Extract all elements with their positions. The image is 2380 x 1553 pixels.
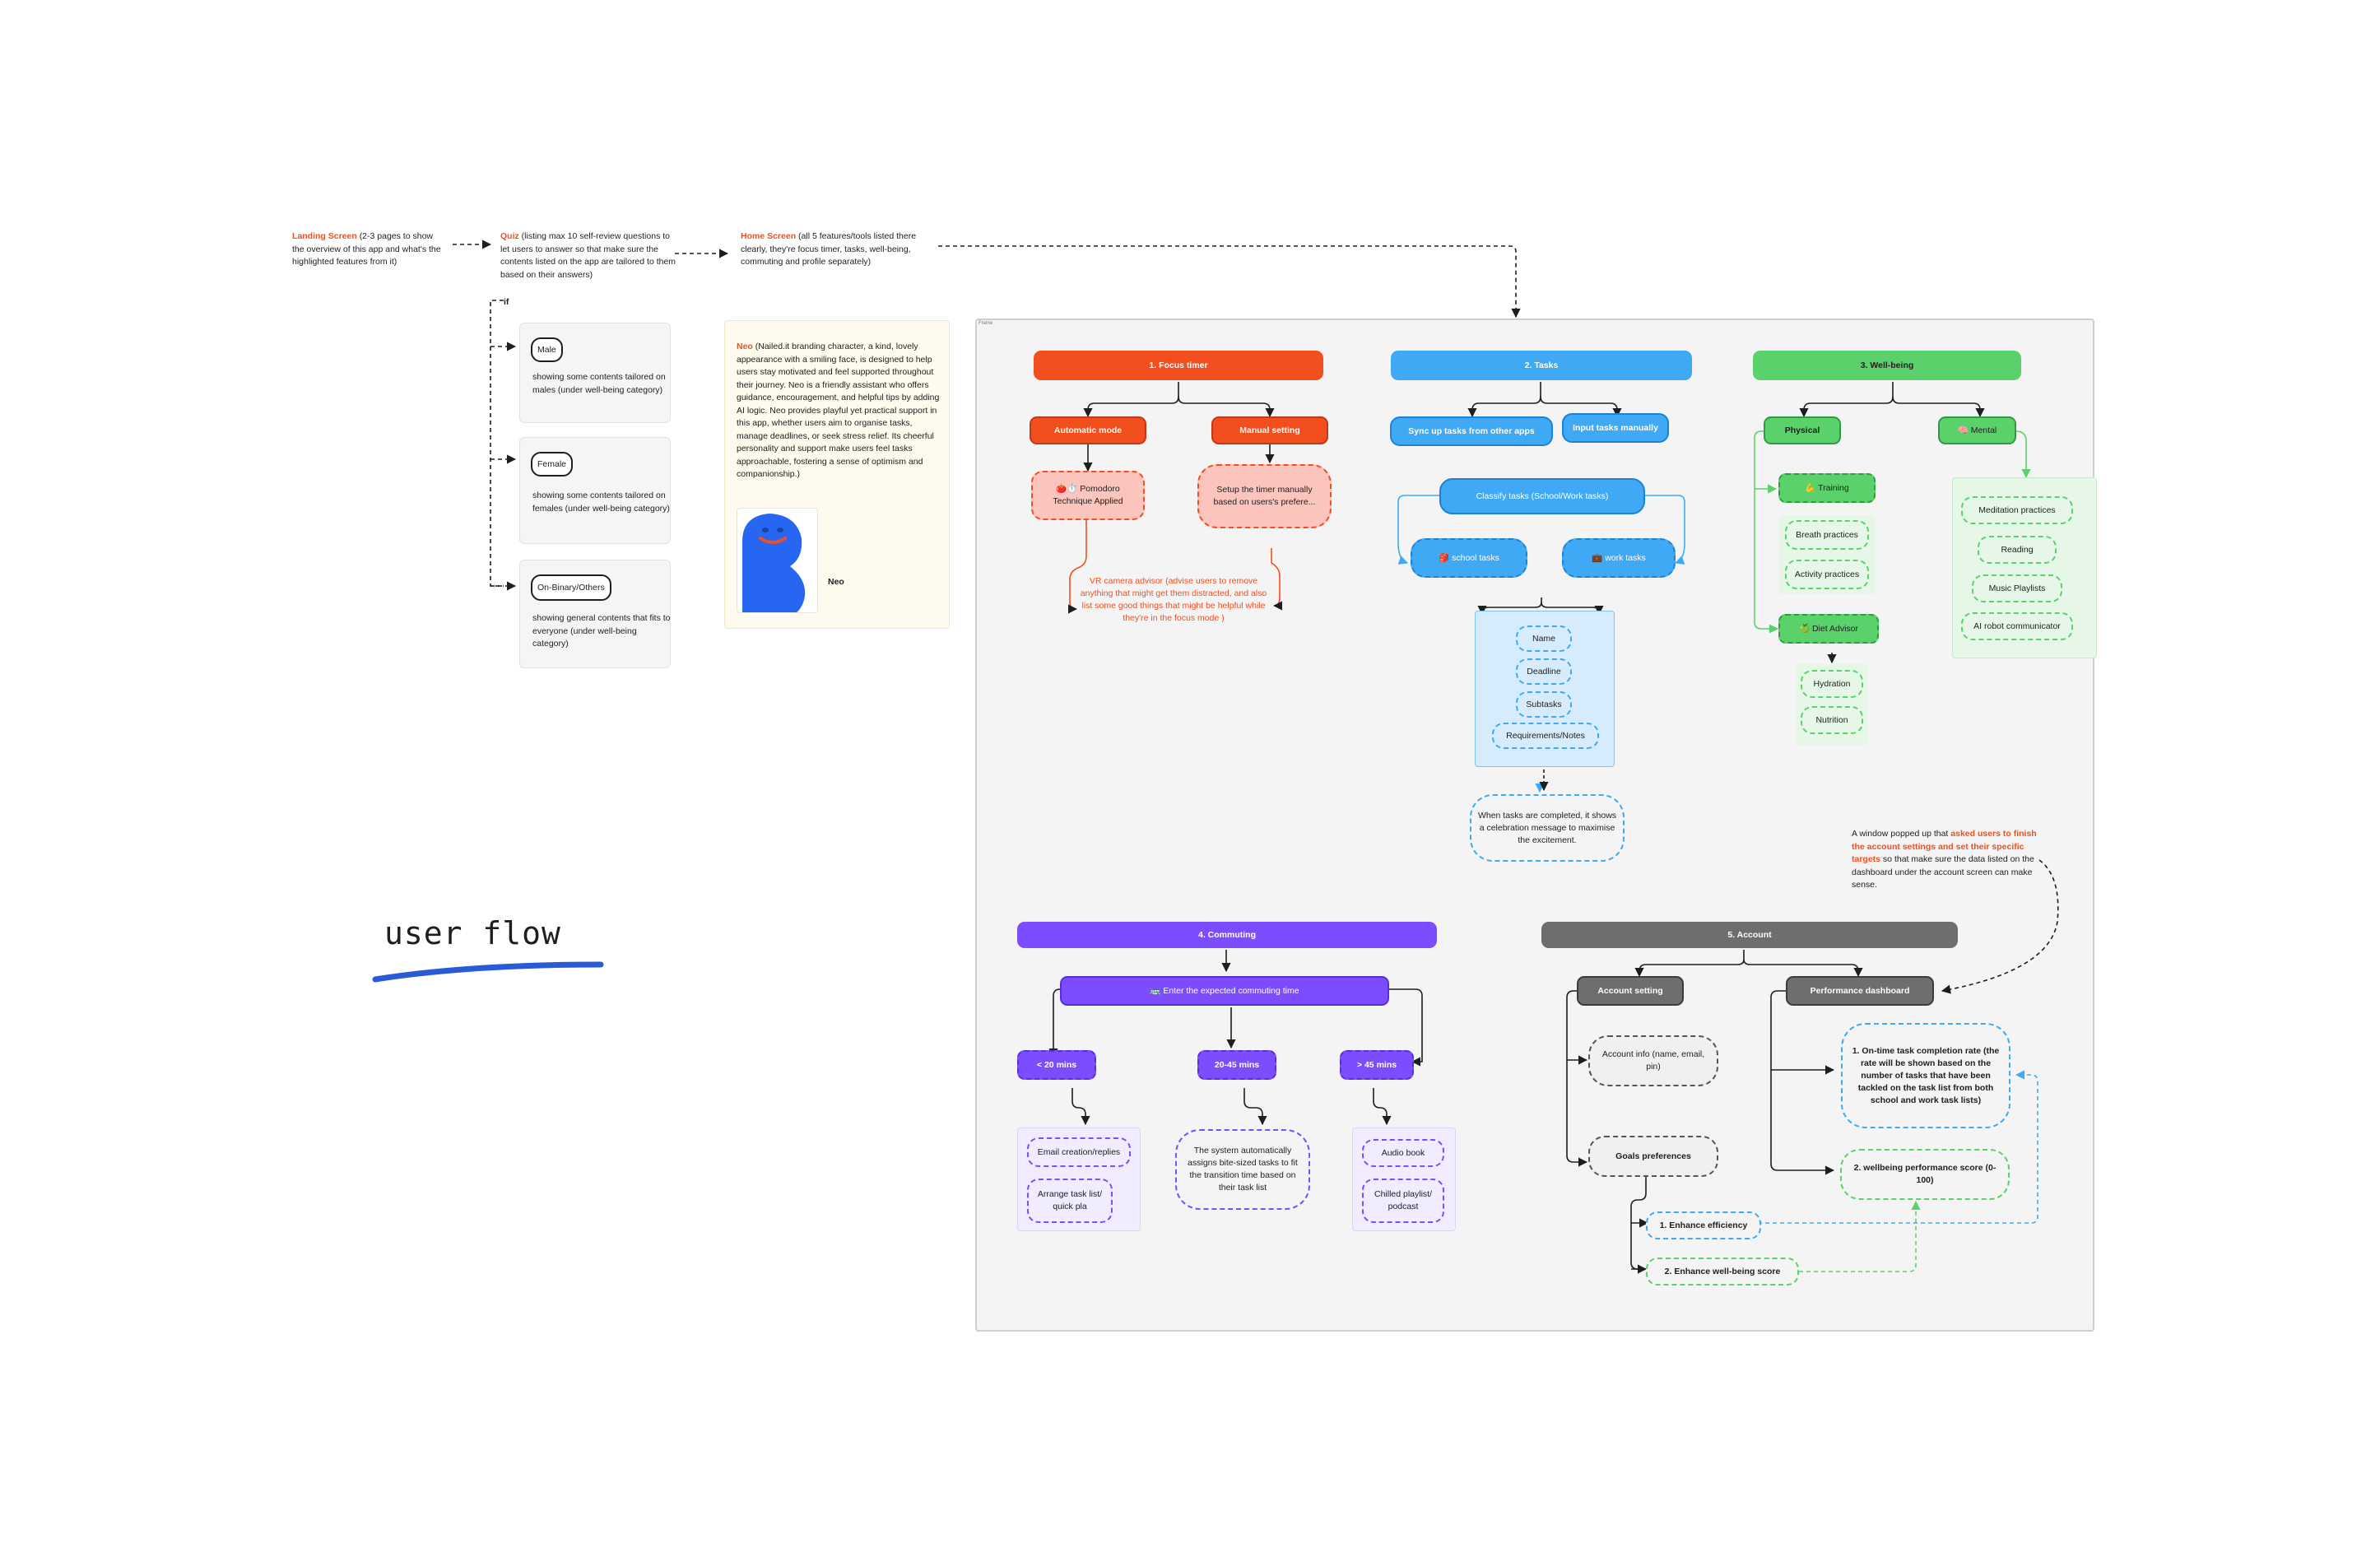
breath-practices-node[interactable]: Breath practices — [1785, 520, 1869, 550]
meditation-node[interactable]: Meditation practices — [1961, 496, 2073, 524]
on-time-rate-node: 1. On-time task completion rate (the rat… — [1841, 1023, 2010, 1128]
nutrition-node[interactable]: Nutrition — [1801, 706, 1863, 734]
arrange-task-node[interactable]: Arrange task list/ quick pla — [1027, 1179, 1113, 1223]
user-flow-label: user flow — [384, 915, 561, 951]
manual-setup-node[interactable]: Setup the timer manually based on users'… — [1197, 464, 1332, 528]
popup-highlight: asked users to finish the account settin… — [1852, 829, 2037, 864]
sync-tasks-node[interactable]: Sync up tasks from other apps — [1390, 416, 1553, 446]
female-option[interactable]: Female — [531, 452, 574, 477]
male-description: showing some contents tailored on males … — [532, 372, 666, 395]
enter-commuting-time-node[interactable]: 🚌 Enter the expected commuting time — [1060, 976, 1389, 1006]
other-option[interactable]: On-Binary/Others — [531, 574, 611, 601]
performance-dashboard-node[interactable]: Performance dashboard — [1786, 976, 1934, 1006]
account-header[interactable]: 5. Account — [1541, 922, 1958, 948]
other-description: showing general contents that fits to ev… — [532, 613, 671, 649]
wellbeing-score-node: 2. wellbeing performance score (0-100) — [1840, 1149, 2010, 1200]
account-popup-note: A window popped up that asked users to f… — [1852, 828, 2041, 892]
female-description: showing some contents tailored on female… — [532, 491, 670, 514]
wellbeing-header[interactable]: 3. Well-being — [1753, 351, 2021, 380]
diet-advisor-node[interactable]: 🍏 Diet Advisor — [1778, 614, 1879, 644]
vr-advisor-text: VR camera advisor (advise users to remov… — [1080, 576, 1267, 623]
range-mid-node[interactable]: 20-45 mins — [1197, 1050, 1276, 1080]
home-text: (all 5 features/tools listed there clear… — [741, 231, 917, 267]
enhance-efficiency-node[interactable]: 1. Enhance efficiency — [1646, 1211, 1761, 1239]
gender-card-female: Female showing some contents tailored on… — [519, 437, 671, 544]
home-screen-note: Home Screen (all 5 features/tools listed… — [741, 230, 934, 269]
activity-practices-node[interactable]: Activity practices — [1785, 560, 1869, 589]
popup-post: so that make sure the data listed on the… — [1852, 854, 2034, 890]
physical-node[interactable]: Physical — [1764, 416, 1841, 444]
account-setting-node[interactable]: Account setting — [1577, 976, 1684, 1006]
music-playlists-node[interactable]: Music Playlists — [1972, 574, 2062, 602]
field-requirements[interactable]: Requirements/Notes — [1492, 723, 1599, 749]
male-option[interactable]: Male — [531, 337, 563, 362]
field-name[interactable]: Name — [1516, 625, 1572, 652]
quiz-title: Quiz — [500, 231, 519, 241]
neo-illustration — [737, 508, 818, 613]
enhance-wellbeing-node[interactable]: 2. Enhance well-being score — [1646, 1258, 1799, 1286]
school-tasks-node[interactable]: 🎒 school tasks — [1411, 538, 1527, 578]
quiz-note: Quiz (listing max 10 self-review questio… — [500, 230, 677, 281]
field-deadline[interactable]: Deadline — [1516, 658, 1572, 685]
focus-timer-header[interactable]: 1. Focus timer — [1034, 351, 1323, 380]
bite-sized-tasks-node: The system automatically assigns bite-si… — [1175, 1129, 1310, 1210]
goals-preferences-node[interactable]: Goals preferences — [1588, 1136, 1718, 1177]
neo-description: Neo (Nailed.it branding character, a kin… — [737, 341, 942, 481]
pomodoro-node[interactable]: 🍅⏱️ Pomodoro Technique Applied — [1031, 471, 1145, 520]
account-info-node[interactable]: Account info (name, email, pin) — [1588, 1035, 1718, 1086]
hydration-node[interactable]: Hydration — [1801, 670, 1863, 698]
landing-screen-note: Landing Screen (2-3 pages to show the ov… — [292, 230, 444, 269]
work-tasks-node[interactable]: 💼 work tasks — [1562, 538, 1676, 578]
user-flow-underline — [372, 961, 604, 983]
commuting-header[interactable]: 4. Commuting — [1017, 922, 1437, 948]
email-replies-node[interactable]: Email creation/replies — [1027, 1137, 1131, 1167]
landing-text: (2-3 pages to show the overview of this … — [292, 231, 441, 267]
audio-book-node[interactable]: Audio book — [1362, 1139, 1444, 1167]
neo-text: (Nailed.it branding character, a kind, l… — [737, 342, 940, 479]
manual-setting-node[interactable]: Manual setting — [1211, 416, 1328, 444]
neo-caption: Neo — [828, 577, 844, 587]
if-label: if — [504, 297, 509, 307]
neo-card: Neo (Nailed.it branding character, a kin… — [724, 320, 950, 629]
field-subtasks[interactable]: Subtasks — [1516, 691, 1572, 718]
classify-tasks-node[interactable]: Classify tasks (School/Work tasks) — [1439, 478, 1645, 514]
landing-title: Landing Screen — [292, 231, 357, 241]
neo-title: Neo — [737, 342, 753, 351]
input-tasks-node[interactable]: Input tasks manually — [1562, 413, 1669, 443]
range-short-node[interactable]: < 20 mins — [1017, 1050, 1096, 1080]
quiz-text: (listing max 10 self-review questions to… — [500, 231, 676, 280]
training-node[interactable]: 💪 Training — [1778, 473, 1876, 503]
home-title: Home Screen — [741, 231, 797, 241]
ai-robot-node[interactable]: AI robot communicator — [1961, 612, 2073, 640]
reading-node[interactable]: Reading — [1978, 536, 2057, 564]
celebration-node: When tasks are completed, it shows a cel… — [1470, 794, 1625, 862]
range-long-node[interactable]: > 45 mins — [1340, 1050, 1414, 1080]
frame-label: Frame — [978, 321, 993, 326]
mental-node[interactable]: 🧠 Mental — [1938, 416, 2016, 444]
popup-pre: A window popped up that — [1852, 829, 1951, 839]
tasks-header[interactable]: 2. Tasks — [1391, 351, 1692, 380]
gender-card-other: On-Binary/Others showing general content… — [519, 560, 671, 668]
chilled-playlist-node[interactable]: Chilled playlist/ podcast — [1362, 1179, 1444, 1223]
automatic-mode-node[interactable]: Automatic mode — [1030, 416, 1146, 444]
gender-card-male: Male showing some contents tailored on m… — [519, 323, 671, 423]
